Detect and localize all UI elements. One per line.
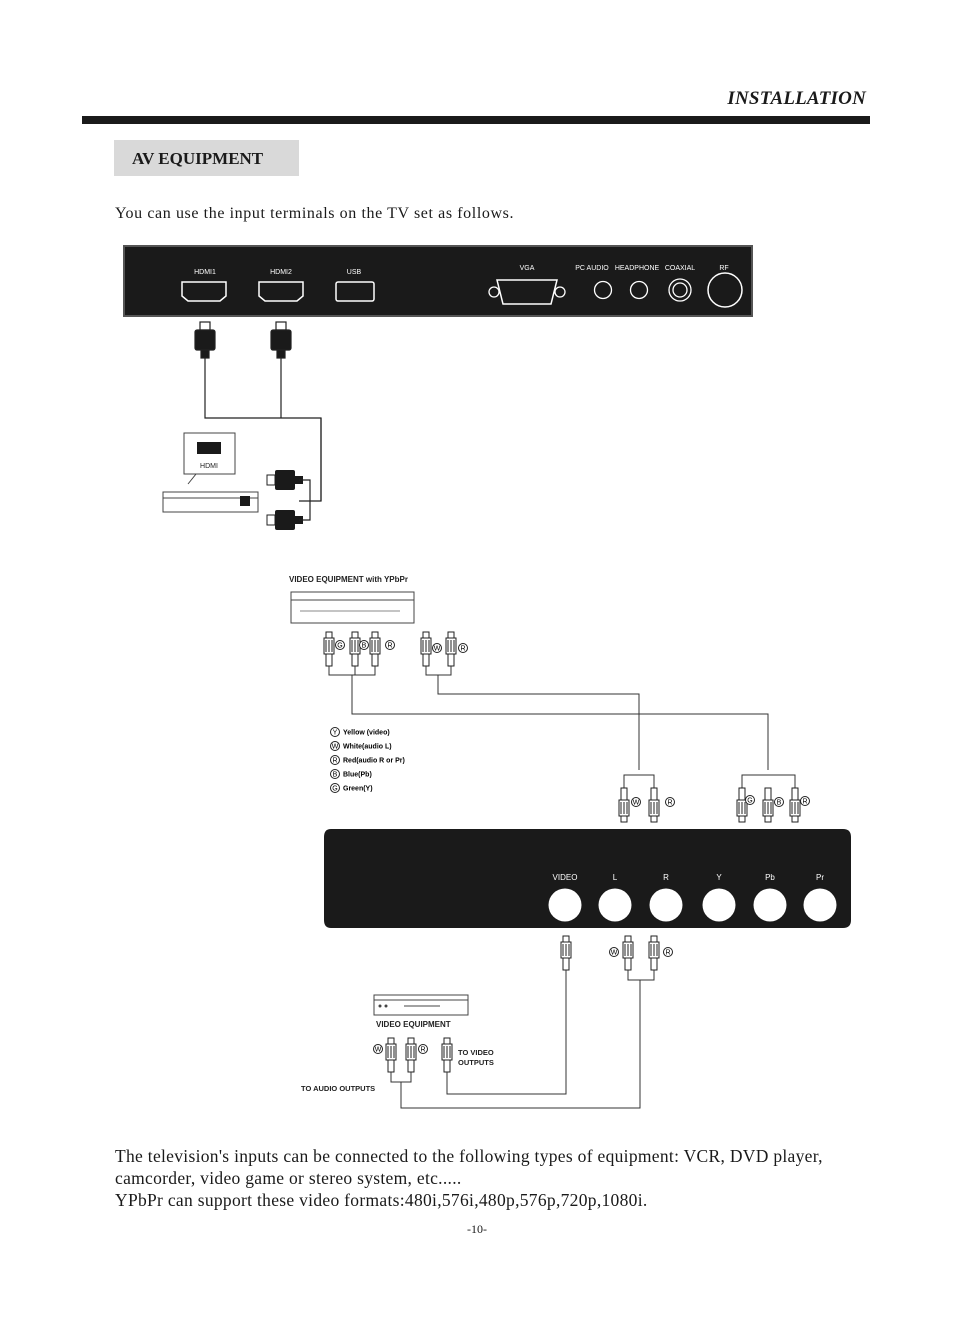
svg-text:R: R xyxy=(460,646,465,653)
video-equipment-title: VIDEO EQUIPMENT xyxy=(376,1020,451,1029)
svg-text:R: R xyxy=(665,950,670,957)
pc-audio-jack-icon xyxy=(593,280,613,300)
to-video-outputs-line1: TO VIDEO xyxy=(458,1048,494,1057)
pr-jack-icon xyxy=(803,888,837,922)
page-number: -10- xyxy=(467,1222,487,1236)
svg-text:R: R xyxy=(387,643,392,650)
port-label-vga: VGA xyxy=(520,265,535,272)
port-label-video: VIDEO xyxy=(553,873,578,882)
page-header-title: INSTALLATION xyxy=(727,88,866,109)
svg-text:W: W xyxy=(434,646,441,653)
audio-r-jack-icon xyxy=(649,888,683,922)
port-label-headphone: HEADPHONE xyxy=(615,265,660,272)
svg-text:G: G xyxy=(332,786,337,793)
svg-text:Y: Y xyxy=(333,730,338,737)
to-audio-outputs: TO AUDIO OUTPUTS xyxy=(301,1084,375,1093)
lower-plugs xyxy=(560,935,660,981)
ypbpr-equipment-title: VIDEO EQUIPMENT with YPbPr xyxy=(289,575,408,584)
vga-port-icon xyxy=(496,279,558,305)
hdmi-plug-icon xyxy=(194,321,216,359)
ypbpr-device xyxy=(290,591,415,624)
svg-text:B: B xyxy=(777,800,782,807)
svg-text:R: R xyxy=(667,800,672,807)
svg-text:W: W xyxy=(332,744,339,751)
video-equipment-plugs xyxy=(385,1037,453,1073)
legend-item-label: Green(Y) xyxy=(343,786,373,793)
usb-port-icon xyxy=(335,281,375,302)
ypbpr-plug-letters: G B R W R xyxy=(335,640,468,653)
section-title: AV EQUIPMENT xyxy=(132,149,264,168)
hdmi1-port-icon xyxy=(181,281,227,302)
port-label-l: L xyxy=(613,873,618,882)
hdmi2-port-icon xyxy=(258,281,304,302)
svg-text:G: G xyxy=(337,643,342,650)
hdmi-device: HDMI xyxy=(162,432,259,513)
color-legend: Y Yellow (video) W White(audio L) R Red(… xyxy=(330,727,405,793)
legend-item-label: Blue(Pb) xyxy=(343,772,372,779)
port-label-rf: RF xyxy=(719,265,728,272)
legend-item-label: White(audio L) xyxy=(343,744,392,751)
hdmi-plug-icon xyxy=(270,321,292,359)
legend-item-label: Yellow (video) xyxy=(343,730,390,737)
hdmi-device-port-icon xyxy=(197,442,221,454)
svg-text:R: R xyxy=(332,758,337,765)
svg-text:G: G xyxy=(747,798,752,805)
hdmi-side-plugs xyxy=(266,469,311,531)
svg-text:W: W xyxy=(611,950,618,957)
port-label-r: R xyxy=(663,873,669,882)
to-video-outputs-line2: OUTPUTS xyxy=(458,1058,494,1067)
port-label-hdmi1: HDMI1 xyxy=(194,269,216,276)
hdmi-cables xyxy=(194,321,322,502)
port-label-pc-audio: PC AUDIO xyxy=(575,265,609,272)
video-jack-icon xyxy=(548,888,582,922)
footer-text: The television's inputs can be connected… xyxy=(115,1145,823,1211)
svg-text:B: B xyxy=(333,772,338,779)
upper-plug-letters: W R G B R xyxy=(631,795,810,807)
legend-item-label: Red(audio R or Pr) xyxy=(343,758,405,765)
rf-jack-icon xyxy=(707,272,743,308)
lower-plug-letters: W R xyxy=(609,947,673,957)
y-jack-icon xyxy=(702,888,736,922)
ypbpr-cables xyxy=(328,666,769,770)
svg-text:W: W xyxy=(375,1047,382,1054)
intro-text: You can use the input terminals on the T… xyxy=(115,205,515,222)
top-connector-panel: HDMI1 HDMI2 USB VGA PC AUDIO HEADPHONE C… xyxy=(123,245,753,317)
section-heading-box: AV EQUIPMENT xyxy=(114,140,299,176)
hdmi-device-label: HDMI xyxy=(200,463,218,470)
port-label-y: Y xyxy=(716,873,722,882)
video-equipment-letters: W R xyxy=(373,1044,428,1054)
headphone-jack-icon xyxy=(629,280,649,300)
port-label-pr: Pr xyxy=(816,873,824,882)
footer-line-2: camcorder, video game or stereo system, … xyxy=(115,1168,462,1188)
pb-jack-icon xyxy=(753,888,787,922)
bottom-connector-panel: VIDEO L R Y Pb Pr xyxy=(324,829,851,928)
component-plug-triple-upper xyxy=(736,774,801,823)
svg-text:B: B xyxy=(362,643,367,650)
coaxial-jack-icon xyxy=(668,278,692,302)
svg-text:W: W xyxy=(633,800,640,807)
footer-line-3: YPbPr can support these video formats:48… xyxy=(115,1190,648,1210)
video-equipment-cables xyxy=(390,970,641,1109)
audio-plug-pair-upper xyxy=(618,774,660,823)
port-label-usb: USB xyxy=(347,269,362,276)
video-equipment-device xyxy=(373,994,469,1016)
svg-text:R: R xyxy=(420,1047,425,1054)
svg-text:R: R xyxy=(802,799,807,806)
footer-line-1: The television's inputs can be connected… xyxy=(115,1146,823,1166)
port-label-hdmi2: HDMI2 xyxy=(270,269,292,276)
port-label-coaxial: COAXIAL xyxy=(665,265,695,272)
audio-l-jack-icon xyxy=(598,888,632,922)
port-label-pb: Pb xyxy=(765,873,775,882)
header-rule xyxy=(82,116,870,124)
